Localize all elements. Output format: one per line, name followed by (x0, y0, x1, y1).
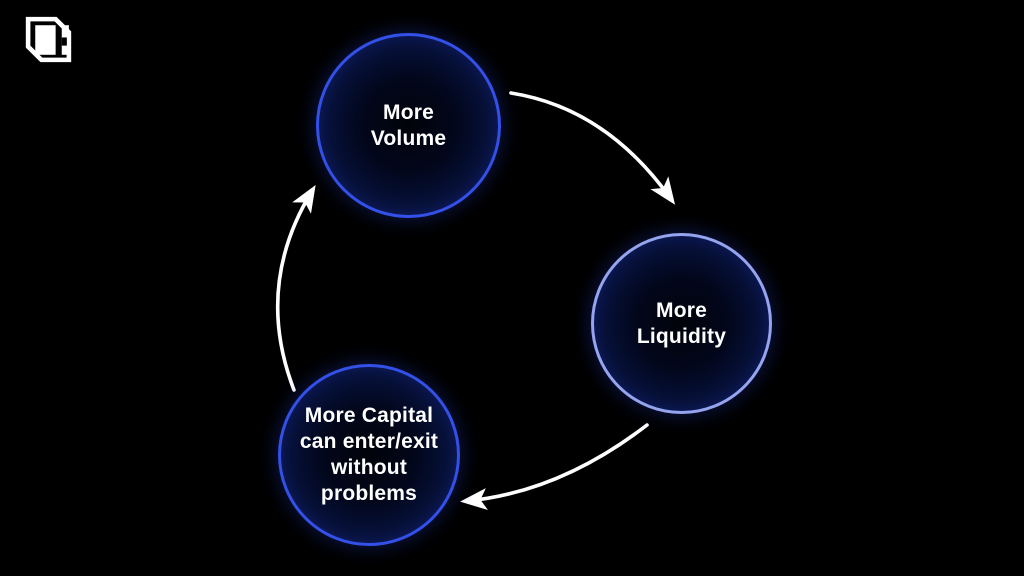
node-more-volume-label: More Volume (370, 100, 447, 150)
arrow-liquidity-to-capital (460, 423, 649, 511)
node-more-capital-label: More Capital can enter/exit without prob… (299, 404, 439, 505)
node-more-liquidity-label: More Liquidity (636, 298, 727, 348)
node-more-volume: More Volume (316, 33, 501, 218)
node-more-liquidity: More Liquidity (591, 233, 772, 414)
square-c-logo (25, 16, 72, 63)
node-more-capital: More Capital can enter/exit without prob… (278, 364, 460, 546)
arrow-capital-to-volume (275, 185, 316, 392)
arrow-volume-to-liquidity (509, 91, 676, 205)
